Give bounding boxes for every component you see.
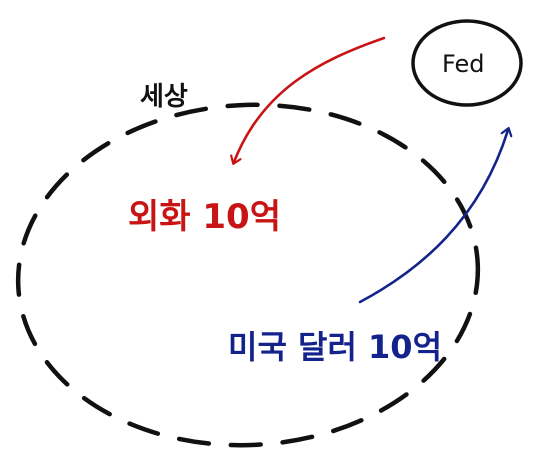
red-arrow (234, 36, 386, 162)
fed-circle (411, 19, 523, 107)
foreign-currency-label: 외화 10억 (128, 197, 281, 237)
fed-label: Fed (442, 50, 485, 78)
world-label: 세상 (140, 82, 188, 112)
usd-label: 미국 달러 10억 (228, 328, 442, 366)
world-ellipse (15, 102, 481, 448)
blue-arrow (358, 130, 508, 304)
